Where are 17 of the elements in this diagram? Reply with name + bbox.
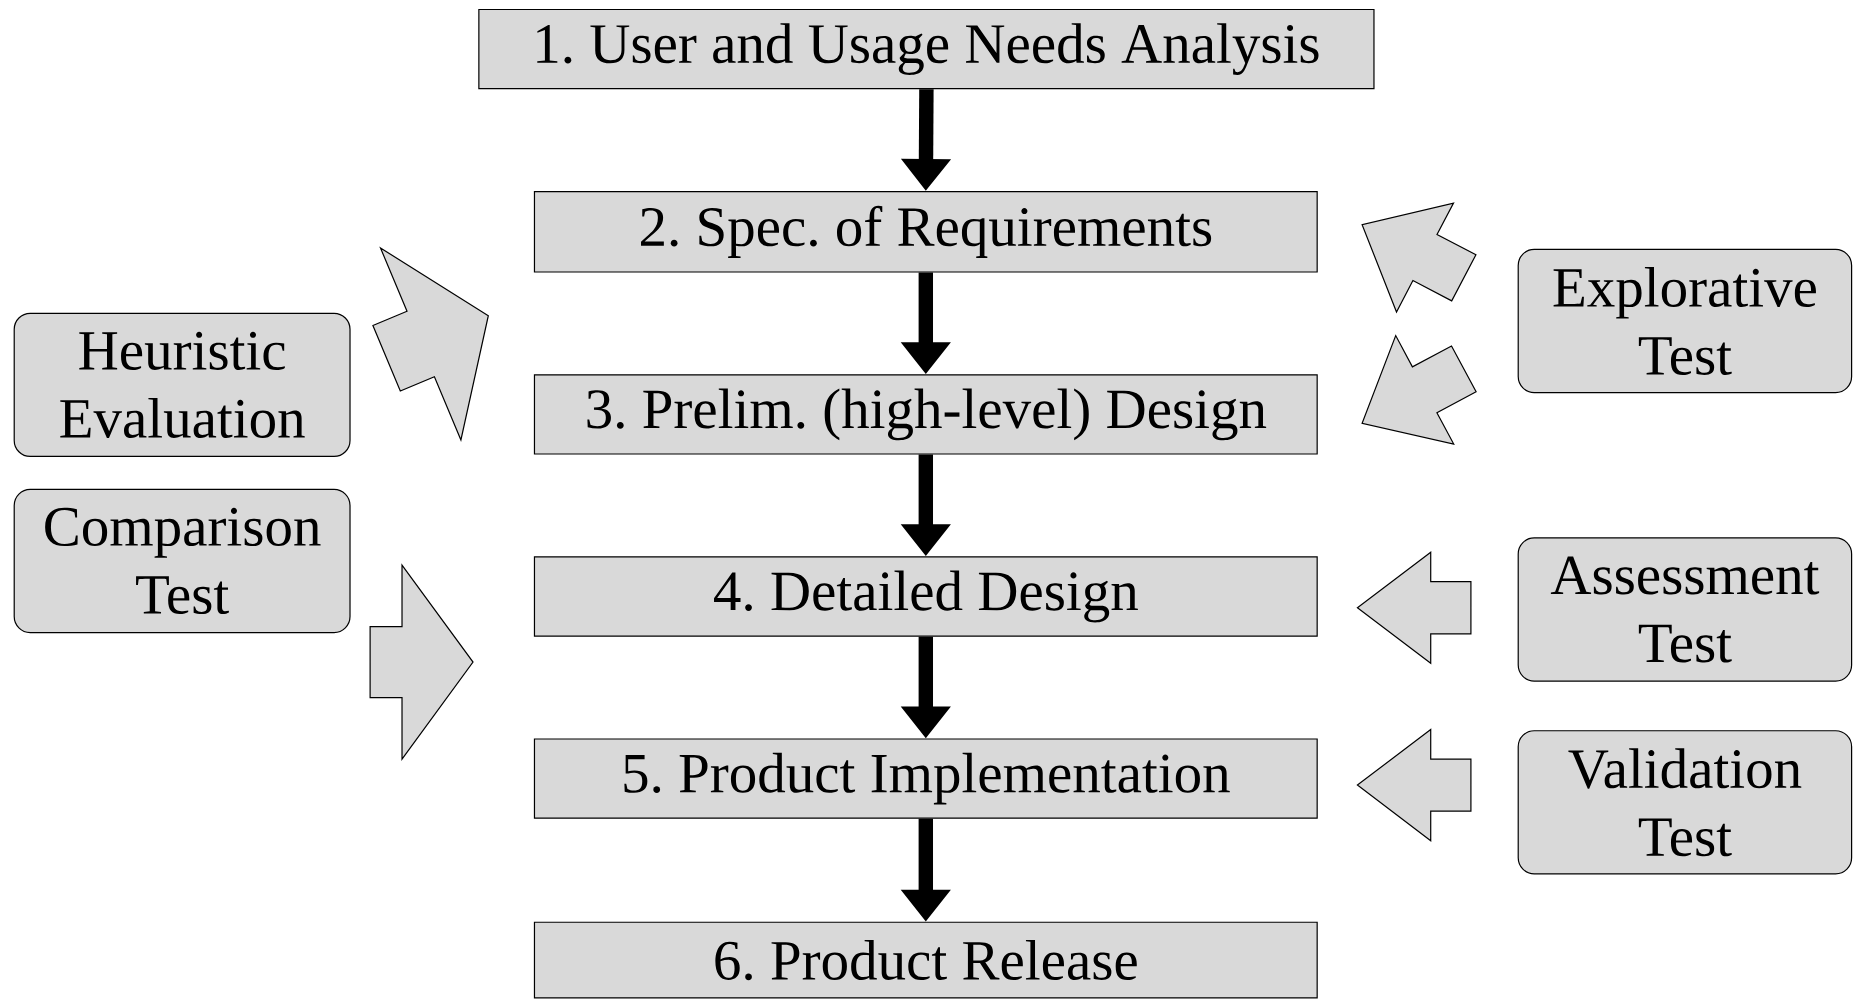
block-arrow [1361,202,1477,314]
step-box: 4. Detailed Design [533,556,1318,637]
block-arrow [372,246,489,442]
step-box: 3. Prelim. (high-level) Design [533,374,1318,455]
step-box: 1. User and Usage Needs Analysis [478,8,1375,90]
block-arrow [1361,334,1477,445]
method-box: Validation Test [1517,730,1853,875]
method-box: Explorative Test [1517,248,1853,394]
method-box: Comparison Test [13,488,351,634]
step-box: 6. Product Release [533,921,1318,999]
method-box: Heuristic Evaluation [13,312,351,458]
block-arrow [1356,728,1472,842]
step-box: 5. Product Implementation [533,738,1318,819]
step-box: 2. Spec. of Requirements [533,191,1318,273]
block-arrow [1356,551,1472,665]
method-box: Assessment Test [1517,537,1853,682]
block-arrow [369,563,474,761]
